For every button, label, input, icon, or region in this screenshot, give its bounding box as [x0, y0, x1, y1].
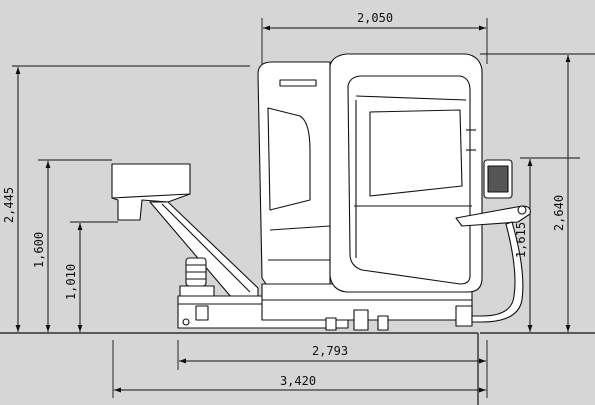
dim-left-conveyor-label: 1,010 [64, 264, 78, 300]
chip-conveyor [149, 201, 259, 299]
chip-hopper [111, 163, 191, 221]
dim-bottom-inner-label: 2,793 [312, 344, 348, 358]
dim-left-total-label: 2,445 [2, 187, 16, 223]
dim-top-width-label: 2,050 [357, 11, 393, 25]
dim-left-hopper-label: 1,600 [32, 232, 46, 268]
extension-lines [12, 18, 595, 398]
front-window [347, 75, 471, 285]
dimension-arrows [15, 25, 571, 393]
machine-outline [111, 53, 531, 331]
dim-bottom-total-label: 3,420 [280, 374, 316, 388]
floor-line [0, 332, 595, 405]
dim-right-total-label: 2,640 [552, 195, 566, 231]
machine-front-enclosure [329, 53, 483, 293]
dim-right-control-label: 1,615 [514, 222, 528, 258]
support-arm [471, 221, 524, 323]
